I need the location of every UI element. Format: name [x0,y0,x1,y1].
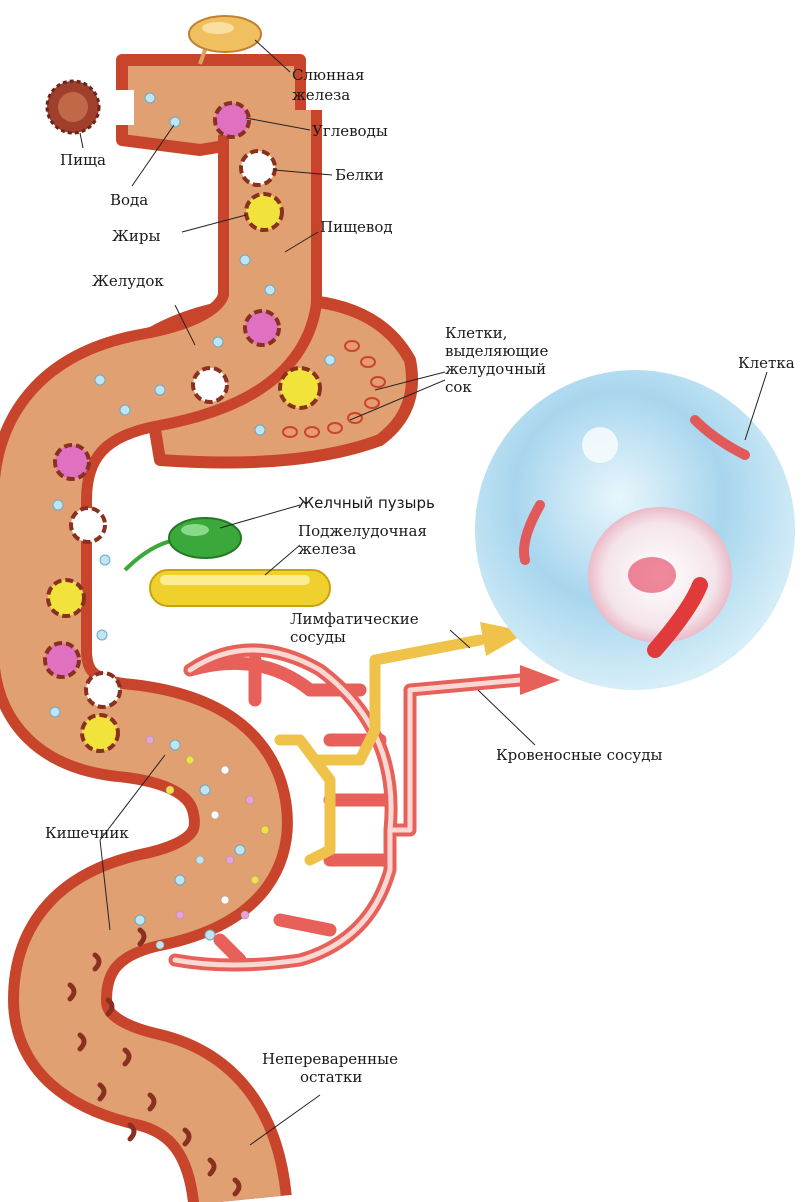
intestine-text: Кишечник [45,824,129,842]
blood-vessels-text: Кровеносные сосуды [496,746,662,764]
gastric-cells-line1: Клетки, [445,324,507,342]
food-text: Пища [60,151,106,169]
label-food: Пища [60,133,106,169]
food [47,81,99,133]
label-pancreas: Поджелудочная железа [265,522,427,575]
proteins-text: Белки [335,166,384,184]
stomach-text: Желудок [92,272,164,290]
gastric-cells-line4: сок [445,378,472,396]
undigested-line2: остатки [300,1068,362,1086]
gastric-cells-line2: выделяющие [445,342,548,360]
pancreas [150,570,330,606]
salivary-gland-line2: железа [292,86,350,104]
undigested-line1: Непереваренные [262,1050,398,1068]
pancreas-line1: Поджелудочная [298,522,427,540]
body-cell [475,370,795,690]
salivary-gland-line1: Слюнная [292,66,364,84]
lymph-vessels-line1: Лимфатические [290,610,419,628]
esophagus-text: Пищевод [320,218,393,236]
gallbladder-text: Желчный пузырь [298,494,435,512]
gastric-cells-line3: желудочный [445,360,546,378]
fats-text: Жиры [112,227,160,245]
pancreas-line2: железа [298,540,356,558]
carbohydrates-text: Углеводы [312,122,388,140]
label-blood-vessels: Кровеносные сосуды [478,690,662,764]
lymph-vessels-line2: сосуды [290,628,346,646]
water-text: Вода [110,191,148,209]
gallbladder [125,518,241,570]
cell-text: Клетка [738,354,795,372]
blood-arrow [520,665,560,695]
